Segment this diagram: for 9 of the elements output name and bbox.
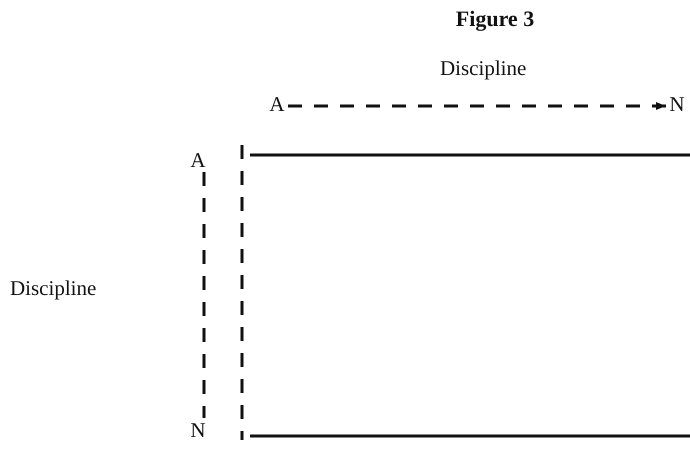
figure-title: Figure 3 <box>454 6 536 32</box>
axis-end-label: N <box>189 420 207 440</box>
arrow <box>288 102 666 110</box>
axis-end-label: A <box>268 94 286 114</box>
axis-end-label: N <box>668 94 686 114</box>
axis-end-label: A <box>189 150 207 170</box>
dashed-line <box>202 172 206 418</box>
axis-label: Discipline <box>440 56 526 81</box>
axis-label: Discipline <box>10 276 96 301</box>
